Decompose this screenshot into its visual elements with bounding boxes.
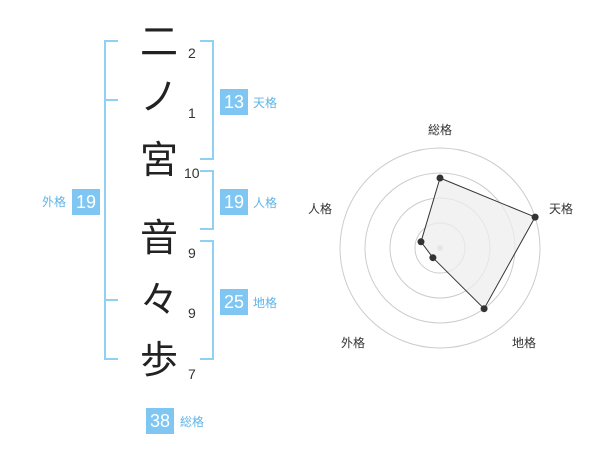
radar-axis-label-soukaku: 総格 [428,123,453,137]
jinkaku-label: 人格 [253,196,278,210]
name-character-1: 二 [139,20,178,64]
stroke-count-5: 9 [188,305,196,321]
tenkaku-value: 13 [220,89,248,115]
radar-point-4 [429,254,437,262]
stroke-count-3: 10 [184,165,200,181]
stroke-count-4: 9 [188,245,196,261]
radar-axis-label-jinkaku: 人格 [308,202,333,216]
tenkaku-label: 天格 [253,96,278,110]
chikaku-bracket [200,240,214,360]
gaikaku-label: 外格 [42,195,67,209]
jinkaku-bracket [200,170,214,230]
tenkaku-bracket [200,40,214,160]
name-character-2: ノ [139,75,178,119]
radar-point-3 [480,305,488,313]
gaikaku-bracket-tick-top [104,99,118,101]
stroke-count-1: 2 [188,45,196,61]
gaikaku-value: 19 [72,189,100,215]
gaikaku-bracket-tick-bottom [104,299,118,301]
name-character-3: 宮 [139,138,178,182]
name-character-4: 音 [139,216,178,260]
name-character-6: 歩 [139,338,178,382]
jinkaku-value: 19 [220,189,248,215]
radar-axis-label-tenkaku: 天格 [549,202,574,216]
radar-series-polygon [420,177,536,310]
soukaku-value: 38 [146,408,174,434]
radar-point-5 [417,238,425,246]
radar-ring [339,147,541,349]
radar-axis-label-chikaku: 地格 [512,336,537,350]
chikaku-value: 25 [220,289,248,315]
stroke-count-6: 7 [188,366,196,382]
name-character-5: 々 [139,278,178,322]
radar-point-2 [531,213,539,221]
radar-axis-label-gaikaku: 外格 [341,336,366,350]
gaikaku-bracket [104,40,118,360]
soukaku-label: 総格 [180,415,205,429]
chikaku-label: 地格 [253,296,278,310]
radar-point-1 [436,174,444,182]
stroke-count-2: 1 [188,105,196,121]
